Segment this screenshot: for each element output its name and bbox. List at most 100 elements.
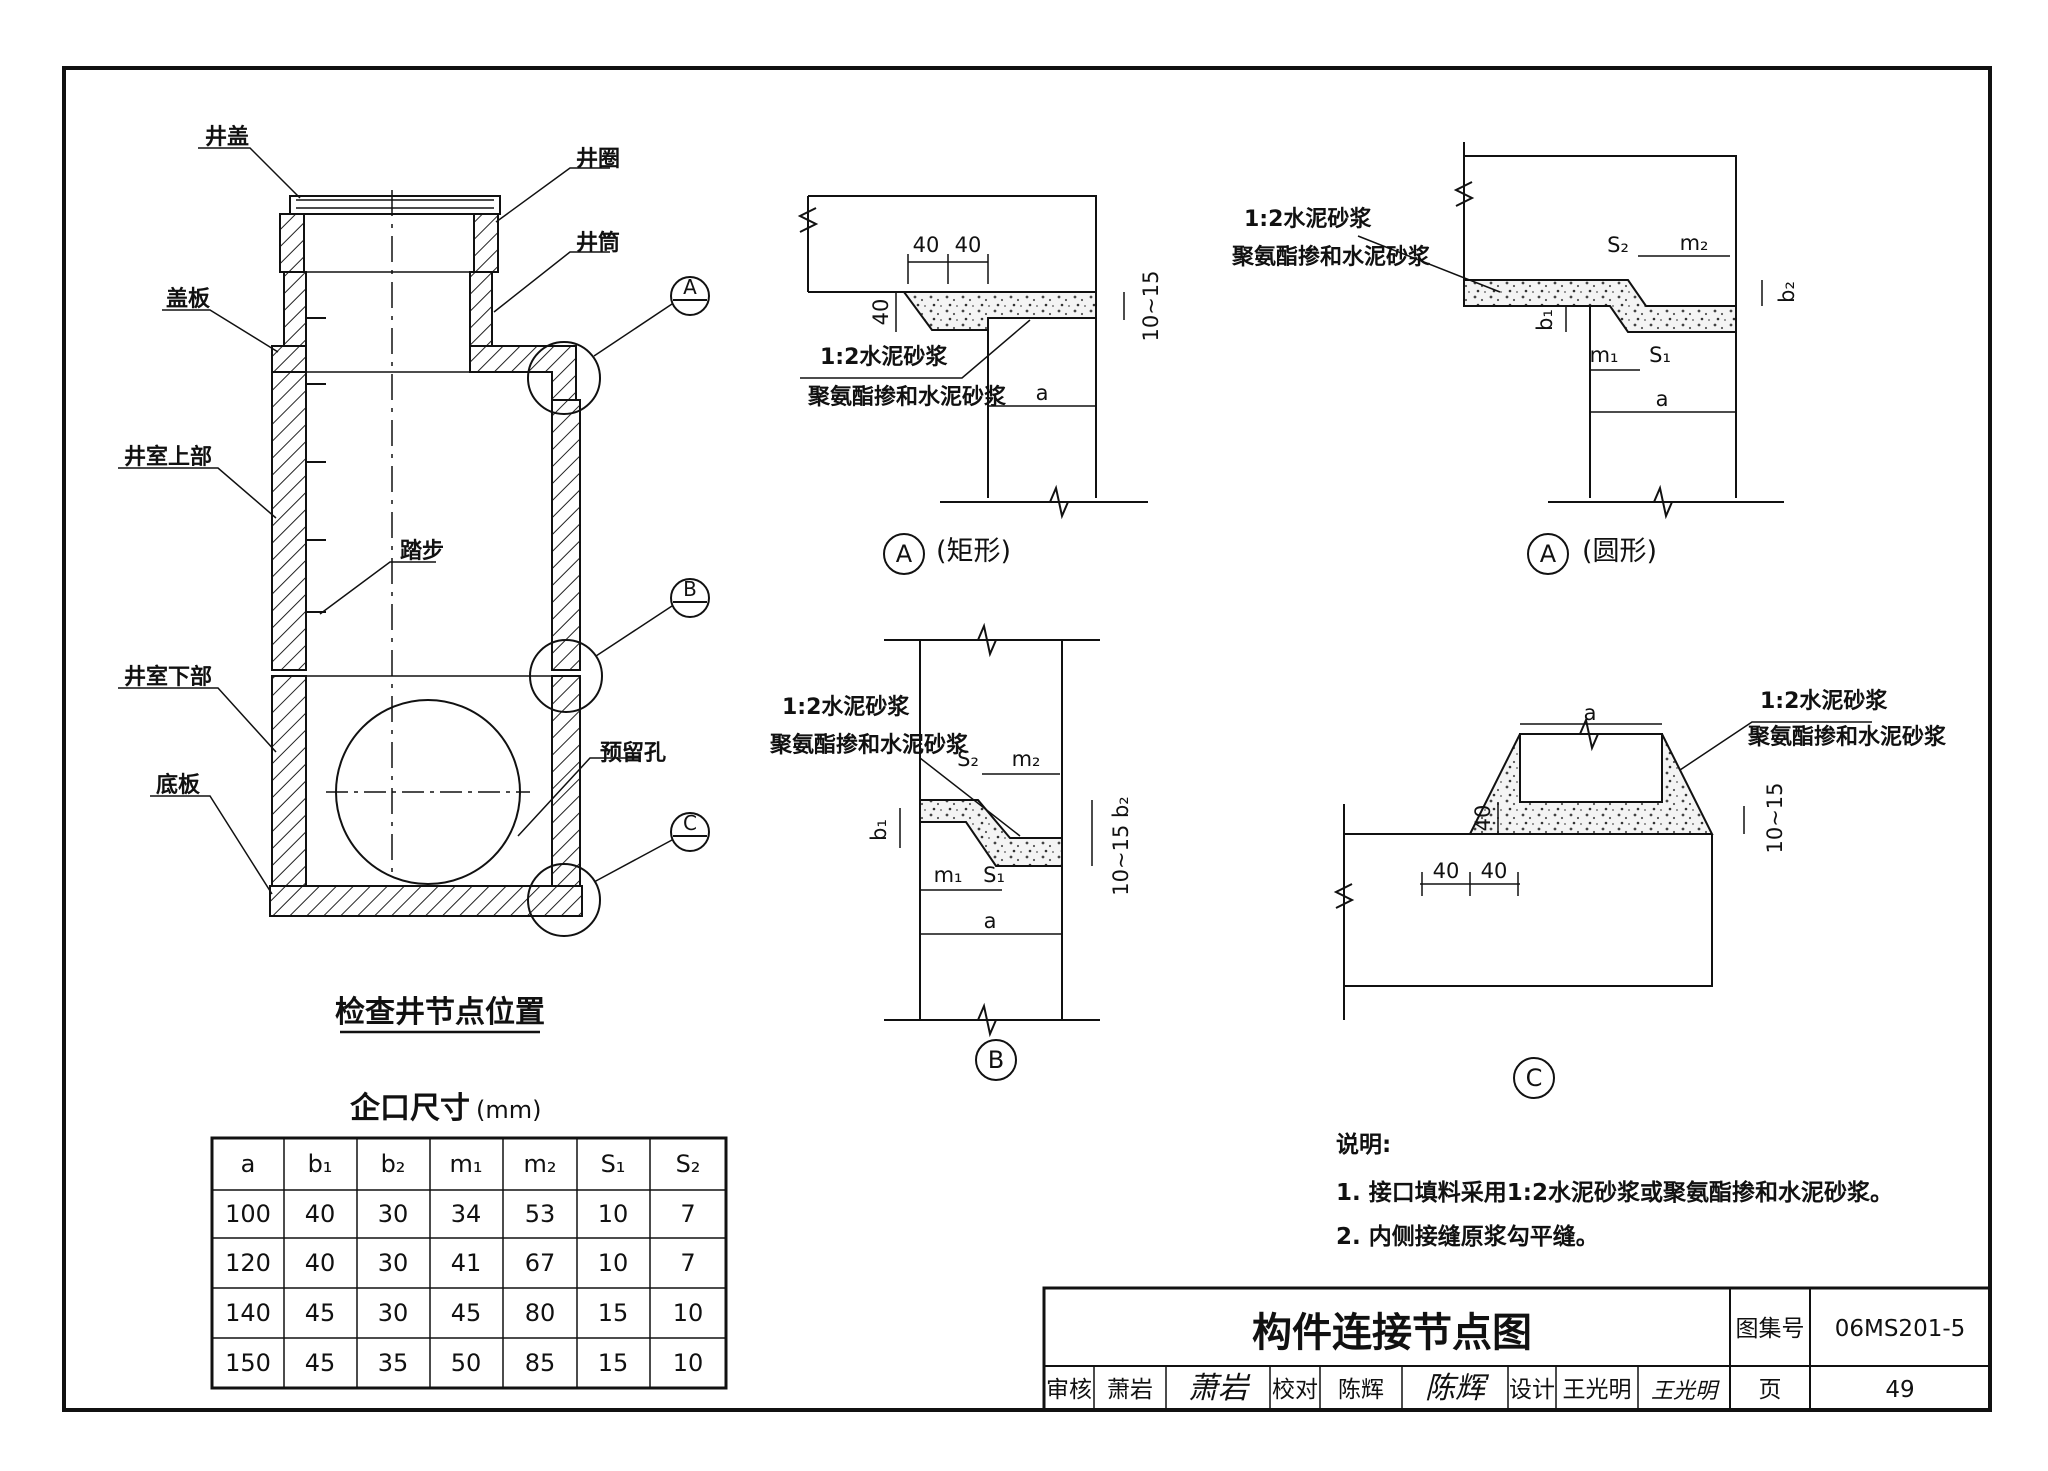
c-40a: 40 — [1433, 859, 1460, 883]
svg-text:B: B — [683, 577, 697, 601]
note-2: 2. 内侧接缝原浆勾平缝。 — [1336, 1223, 1599, 1250]
dim-a-rect-1015: 10~15 — [1139, 270, 1163, 341]
label-ring: 井圈 — [576, 147, 620, 172]
table-cell: 140 — [225, 1299, 271, 1327]
a-round-marker: A — [1540, 540, 1557, 568]
table-cell: 15 — [598, 1349, 629, 1377]
table-cell: 41 — [451, 1249, 482, 1277]
cover-plate — [289, 195, 501, 215]
label-shaft: 井筒 — [576, 230, 620, 256]
notes-heading: 说明: — [1336, 1131, 1391, 1158]
table-cell: 35 — [378, 1349, 409, 1377]
b-s2: S₂ — [957, 747, 979, 771]
b-b2: 10~15 b₂ — [1109, 796, 1133, 895]
table-cell: 10 — [598, 1200, 629, 1228]
label-reserved-hole: 预留孔 — [600, 740, 666, 766]
svg-text:C: C — [683, 811, 697, 835]
detail-a-round: S₂ m₂ b₂ b₁ m₁ S₁ a 1:2水泥砂浆 聚氨酯掺和水泥砂浆 A … — [1231, 142, 1799, 575]
shaft-right-wall — [469, 271, 493, 347]
manhole-section: A B C 井盖 井圈 井筒 盖板 — [118, 124, 710, 1034]
table-header-cell: b₁ — [308, 1150, 333, 1178]
b-m2: m₂ — [1012, 747, 1041, 771]
table-header-cell: b₂ — [381, 1150, 406, 1178]
table-cell: 85 — [525, 1349, 556, 1377]
detail-b: S₂ m₂ b₁ 10~15 b₂ m₁ S₁ a 1:2水泥砂浆 聚氨酯掺和水… — [769, 622, 1133, 1081]
c-marker: C — [1526, 1064, 1543, 1092]
a-round-a: a — [1656, 387, 1669, 411]
table-cell: 34 — [451, 1200, 482, 1228]
label-step: 踏步 — [400, 538, 444, 564]
cover-slab-left — [271, 345, 307, 373]
a-round-mortar: 1:2水泥砂浆 — [1244, 206, 1372, 232]
table-header-cell: S₁ — [601, 1150, 626, 1178]
ladder-steps — [306, 317, 326, 613]
dim-a-rect-40b: 40 — [955, 233, 982, 257]
joint-fill-b — [919, 799, 1063, 867]
table-cell: 45 — [305, 1299, 336, 1327]
table-cell: 100 — [225, 1200, 271, 1228]
table-cell: 45 — [305, 1349, 336, 1377]
table-header-cell: m₁ — [450, 1150, 483, 1178]
b-a: a — [984, 909, 997, 933]
b-poly: 聚氨酯掺和水泥砂浆 — [769, 732, 969, 758]
chamber-lower-left — [271, 675, 307, 887]
node-circle-b — [529, 639, 603, 713]
a-round-caption: (圆形) — [1582, 536, 1657, 567]
table-cell: 40 — [305, 1249, 336, 1277]
marker-c: C — [593, 811, 710, 883]
table-cell: 150 — [225, 1349, 271, 1377]
label-chamber-upper: 井室上部 — [124, 444, 212, 470]
cover-slab-right — [469, 345, 577, 401]
node-circle-a — [527, 341, 601, 415]
table-cell: 30 — [378, 1249, 409, 1277]
a-round-b1: b₁ — [1533, 309, 1557, 331]
title-block: 构件连接节点图 图集号 06MS201-5 审核 萧岩 萧岩 校对 陈辉 陈辉 … — [1042, 1286, 1992, 1412]
chamber-upper-left — [271, 371, 307, 671]
shaft-left-wall — [283, 271, 307, 347]
page-label: 页 — [1759, 1377, 1782, 1403]
table-cell: 40 — [305, 1200, 336, 1228]
table-header-cell: a — [241, 1150, 256, 1178]
designer-signature: 王光明 — [1651, 1379, 1720, 1404]
b-s1: S₁ — [983, 863, 1005, 887]
label-base-slab: 底板 — [156, 772, 201, 798]
marker-a: A — [593, 275, 710, 357]
note-1: 1. 接口填料采用1:2水泥砂浆或聚氨酯掺和水泥砂浆。 — [1336, 1179, 1893, 1206]
a-round-s2: S₂ — [1607, 233, 1629, 257]
a-round-s1: S₁ — [1649, 343, 1671, 367]
joint-fill-a-rect — [902, 291, 1097, 331]
dim-a-rect-40a: 40 — [913, 233, 940, 257]
a-rect-mortar: 1:2水泥砂浆 — [820, 344, 948, 370]
table-cell: 15 — [598, 1299, 629, 1327]
table-cell: 7 — [680, 1200, 695, 1228]
c-poly: 聚氨酯掺和水泥砂浆 — [1747, 724, 1947, 750]
a-round-m2: m₂ — [1680, 231, 1709, 255]
page-number: 49 — [1885, 1377, 1914, 1403]
check-label: 校对 — [1272, 1377, 1318, 1403]
checker-signature: 陈辉 — [1425, 1371, 1490, 1406]
chamber-lower-right — [551, 675, 581, 887]
reviewer: 萧岩 — [1107, 1377, 1153, 1403]
designer: 王光明 — [1563, 1377, 1632, 1403]
dim-a-rect-40c: 40 — [869, 299, 893, 326]
table-cell: 30 — [378, 1299, 409, 1327]
svg-text:A: A — [683, 275, 697, 299]
table-unit: (mm) — [476, 1096, 541, 1124]
c-1015: 10~15 — [1763, 782, 1787, 853]
drawing-title: 构件连接节点图 — [1252, 1310, 1532, 1356]
label-cover-slab: 盖板 — [166, 286, 211, 312]
a-rect-marker: A — [896, 540, 913, 568]
marker-b: B — [595, 577, 710, 657]
table-cell: 120 — [225, 1249, 271, 1277]
table-cell: 10 — [673, 1299, 704, 1327]
a-rect-poly: 聚氨酯掺和水泥砂浆 — [807, 384, 1007, 410]
detail-c: a 40 10~15 40 40 1:2水泥砂浆 聚氨酯掺和水泥砂浆 C — [1333, 688, 1947, 1099]
sheet-frame — [62, 66, 1992, 1412]
a-round-poly: 聚氨酯掺和水泥砂浆 — [1231, 244, 1431, 270]
table-cell: 67 — [525, 1249, 556, 1277]
chamber-upper-right — [551, 399, 581, 671]
review-label: 审核 — [1046, 1377, 1092, 1403]
ring-right — [473, 213, 499, 273]
